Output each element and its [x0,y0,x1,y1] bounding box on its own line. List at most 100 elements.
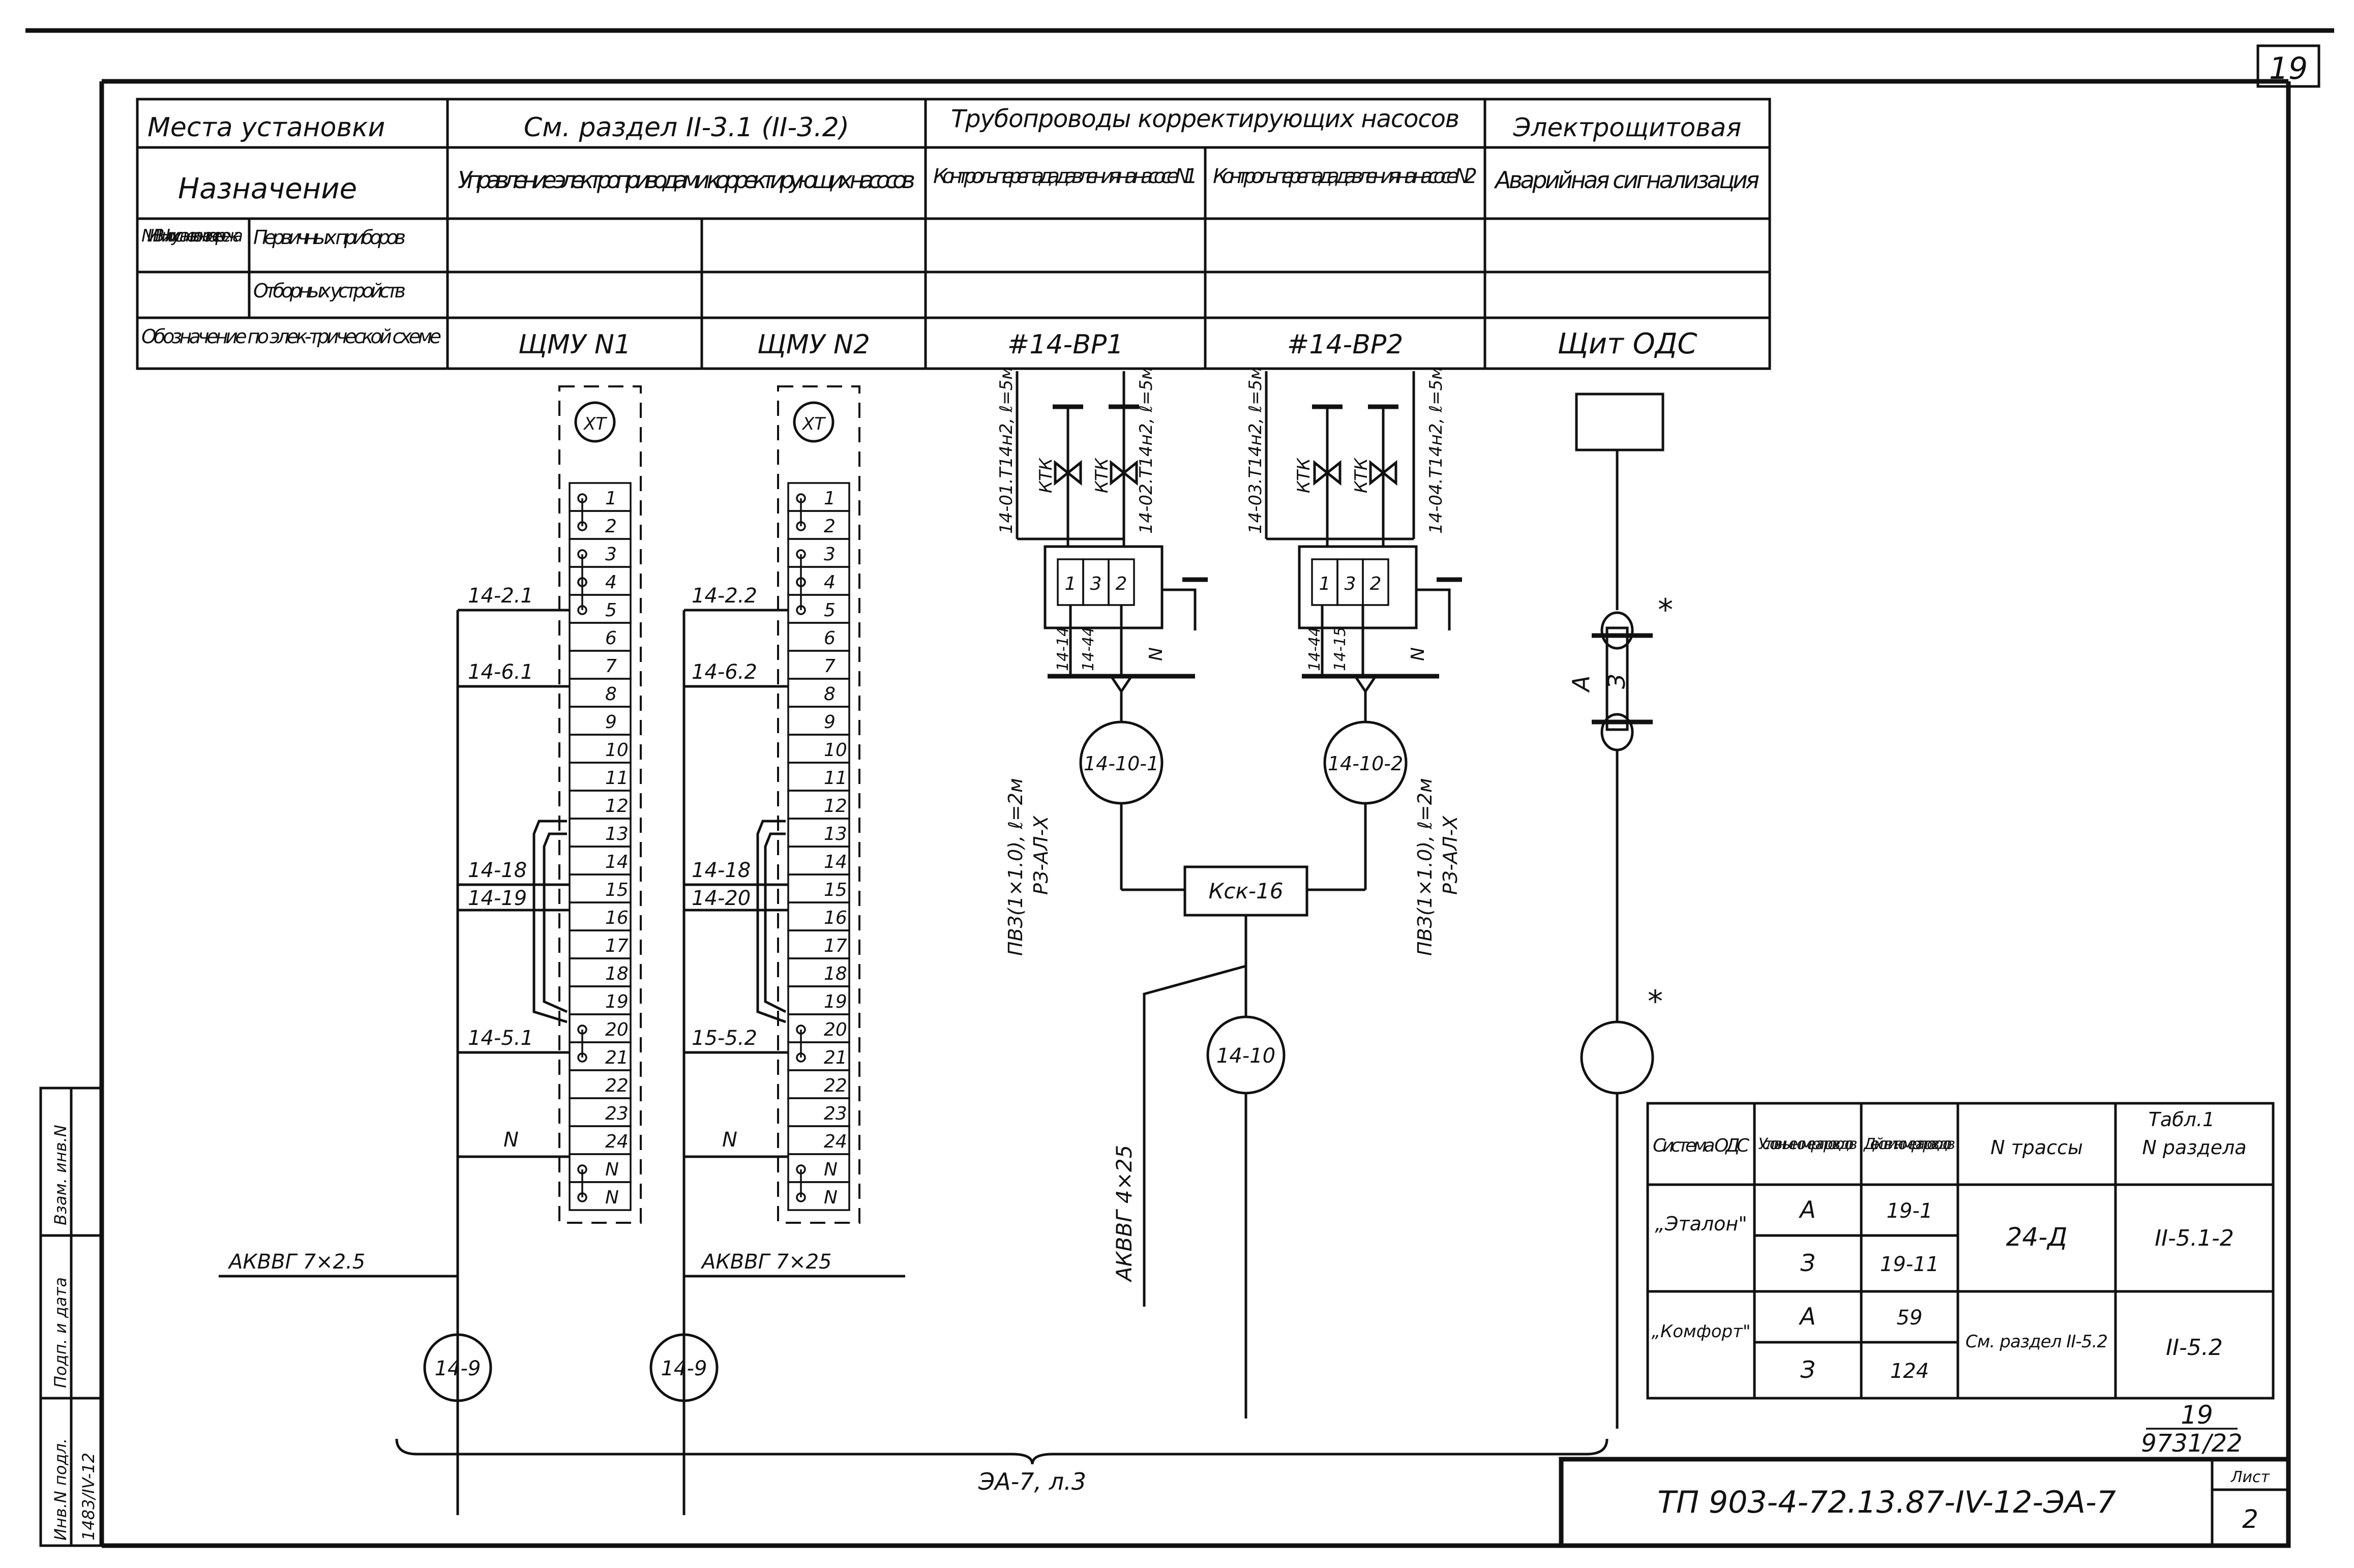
st-row1-section: II-5.1-2 [2155,1225,2234,1251]
terminal-cell [569,1181,632,1211]
col1-location: См. раздел II-3.1 (II-3.2) [524,112,849,143]
jumper-node [577,577,587,587]
jumper-node [577,521,587,531]
row-label-location: Места установки [147,112,385,143]
terminal-cell [569,650,632,680]
terminal-number: 15 [605,880,629,900]
pu1-pipe-left: 14-01.Т14н2, ℓ=5м [996,367,1017,534]
pu2-wire-left: 14-44 [1306,627,1324,671]
pu2-term-1: 1 [1319,574,1331,594]
terminal-number: 13 [605,824,629,845]
st-header-cond: Условные номера проводов [1759,1135,1858,1153]
tb2-wire-4: 14-20 [692,887,751,910]
terminal-number: 2 [605,516,617,537]
st-row2-system: „Комфорт" [1651,1321,1750,1342]
terminal-block-2: 123456789101112131415161718192021222324N… [649,385,905,1515]
tb1-wire-3: 14-18 [468,859,527,882]
terminal-number: 5 [824,600,836,621]
jumper-node [796,577,806,587]
copy-denominator: 9731/22 [2141,1429,2242,1458]
tb2-label: XT [801,414,826,434]
terminal-cell [569,622,632,652]
jumper-node [796,1192,806,1202]
terminal-number: 2 [824,516,836,537]
row-label-primary: Первичных приборов [253,226,406,249]
tb2-cable: АКВВГ 7×25 [700,1250,832,1274]
tb1-wire-2: 14-6.1 [468,660,533,684]
terminal-number: 8 [824,684,836,705]
col5-location: Электрощитовая [1513,113,1742,142]
terminal-number: 16 [605,908,629,928]
col4-purpose: Контроль перепада давления на насосе N2 [1213,165,1477,188]
terminal-number: 6 [605,628,617,649]
jumper-node [577,493,587,503]
terminal-number: 14 [824,852,847,872]
systems-table-title: Табл.1 [2149,1108,2215,1131]
st-row2-cond-z: З [1800,1356,1815,1383]
st-row2-route: См. раздел II-5.2 [1965,1332,2108,1352]
terminal-number: 4 [605,572,617,593]
jumper-node [796,1052,806,1063]
terminal-number: 3 [824,544,836,565]
st-header-system: Система ОДС [1653,1135,1750,1156]
bottom-reference: ЭА-7, л.3 [978,1468,1086,1495]
tb2-wire-6: N [722,1128,737,1152]
pu1-junction: 14-10-1 [1084,752,1159,775]
st-row2-actual-1: 59 [1897,1306,1923,1330]
terminal-number: 1 [824,488,836,509]
jumper-node [796,549,806,559]
st-row2-section: II-5.2 [2166,1335,2223,1361]
col3-purpose: Контроль перепада давления на насосе N1 [933,165,1198,188]
tb1-cable: АКВВГ 7×2.5 [227,1250,365,1274]
terminal-number: 7 [824,656,836,677]
col2-designation: ЩМУ N2 [757,329,870,360]
col5-purpose: Аварийная сигнализация [1494,166,1760,194]
alarm-mark-bottom: * [1648,984,1663,1019]
col4-designation: #14-ВР2 [1287,329,1404,360]
row-label-drawing: NИВН или установоч-ного чер-тежа [141,226,243,246]
terminal-number: 19 [824,991,847,1012]
terminal-number: 12 [605,796,629,817]
pu2-term-2: 3 [1345,574,1356,594]
row-label-designation: Обозначение по элек-трической схеме [141,325,441,348]
terminal-number: N [824,1187,838,1208]
terminal-number: 20 [824,1019,847,1040]
terminal-number: N [605,1159,619,1180]
st-row2-cond-a: А [1798,1303,1815,1330]
terminal-number: 16 [824,908,847,928]
side-inv-no: Инв.N подл. [51,1438,70,1541]
tb2-wire-5: 15-5.2 [692,1027,757,1050]
col1-purpose: Управление электроприводами корректирующ… [458,166,915,194]
pu1-cable: ПВЗ(1×1.0), ℓ=2м [1004,778,1027,956]
jumper-node [796,521,806,531]
tb2-wire-3: 14-18 [692,859,751,882]
pu2-junction: 14-10-2 [1328,752,1403,775]
collector-junction: 14-10 [1216,1044,1275,1068]
pu1-wire-left: 14-14 [1054,627,1072,671]
alarm-line-a: А [1567,676,1595,693]
terminal-number: 23 [824,1103,847,1124]
terminal-number: 5 [605,600,617,621]
terminal-number: 9 [824,712,836,733]
terminal-cell [569,678,632,708]
bottom-brace [395,1438,1608,1465]
terminal-number: 3 [605,544,617,565]
terminal-number: 23 [605,1103,629,1124]
terminal-number: 20 [605,1019,629,1040]
tb1-wire-5: 14-5.1 [468,1027,533,1050]
pu2-term-3: 2 [1370,574,1382,594]
terminal-number: 17 [824,936,847,956]
jumper-node [577,1192,587,1202]
pu1-wire-right: 14-44 [1080,627,1097,671]
terminal-cell [569,706,632,736]
sheet-label: Лист [2230,1468,2271,1486]
jumper-node [577,605,587,615]
terminal-number: 22 [824,1075,847,1096]
col1-designation: ЩМУ N1 [518,329,631,360]
st-row1-cond-z: З [1800,1249,1815,1277]
terminal-cell [787,706,850,736]
terminal-number: 13 [824,824,847,845]
pu1-valve-left: КТК [1036,457,1056,493]
tb1-wire-6: N [503,1128,519,1152]
